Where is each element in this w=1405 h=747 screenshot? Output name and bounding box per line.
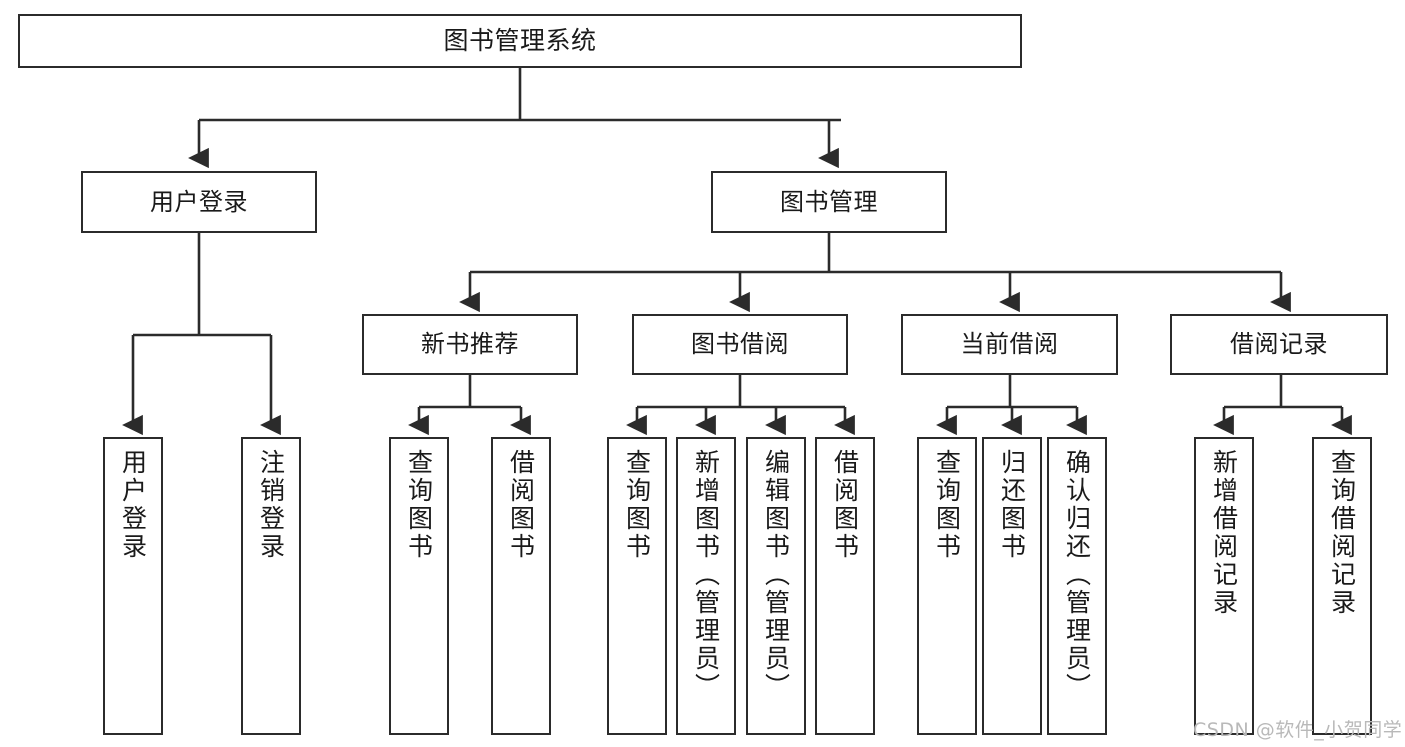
node-label: 归还图书 [997, 449, 1027, 561]
node-label: 新增图书（管理员） [691, 449, 721, 701]
node-leaf-query-book-1[interactable]: 查询图书 [389, 437, 449, 735]
node-root-book-management-system[interactable]: 图书管理系统 [18, 14, 1022, 68]
node-label: 图书管理系统 [443, 26, 597, 55]
node-label: 查询图书 [932, 449, 962, 561]
node-leaf-add-book[interactable]: 新增图书（管理员） [676, 437, 736, 735]
node-leaf-query-book-3[interactable]: 查询图书 [917, 437, 977, 735]
node-label: 新书推荐 [421, 330, 519, 359]
node-leaf-add-record[interactable]: 新增借阅记录 [1194, 437, 1254, 735]
node-label: 图书借阅 [691, 330, 789, 359]
node-label: 查询借阅记录 [1327, 449, 1357, 617]
node-leaf-query-record[interactable]: 查询借阅记录 [1312, 437, 1372, 735]
node-label: 图书管理 [780, 187, 878, 216]
node-label: 查询图书 [404, 449, 434, 561]
node-leaf-borrow-book-1[interactable]: 借阅图书 [491, 437, 551, 735]
node-label: 当前借阅 [960, 330, 1059, 359]
node-label: 确认归还（管理员） [1062, 449, 1092, 701]
node-label: 借阅图书 [506, 449, 536, 561]
node-label: 用户登录 [118, 449, 148, 561]
node-leaf-borrow-book-2[interactable]: 借阅图书 [815, 437, 875, 735]
node-current-borrow[interactable]: 当前借阅 [901, 314, 1118, 375]
node-book-management[interactable]: 图书管理 [711, 171, 947, 233]
node-leaf-edit-book[interactable]: 编辑图书（管理员） [746, 437, 806, 735]
node-new-book-recommend[interactable]: 新书推荐 [362, 314, 578, 375]
node-label: 新增借阅记录 [1209, 449, 1239, 617]
csdn-watermark: CSDN @软件_小贺同学 [1193, 719, 1403, 741]
node-label: 用户登录 [150, 187, 248, 216]
node-label: 查询图书 [622, 449, 652, 561]
node-label: 编辑图书（管理员） [761, 449, 791, 701]
node-label: 借阅记录 [1230, 330, 1328, 359]
node-label: 注销登录 [256, 449, 286, 561]
node-user-login[interactable]: 用户登录 [81, 171, 317, 233]
node-leaf-logout[interactable]: 注销登录 [241, 437, 301, 735]
node-leaf-user-login[interactable]: 用户登录 [103, 437, 163, 735]
node-leaf-return-book[interactable]: 归还图书 [982, 437, 1042, 735]
node-label: 借阅图书 [830, 449, 860, 561]
node-borrow-record[interactable]: 借阅记录 [1170, 314, 1388, 375]
node-leaf-query-book-2[interactable]: 查询图书 [607, 437, 667, 735]
node-book-borrow[interactable]: 图书借阅 [632, 314, 848, 375]
node-leaf-confirm-return[interactable]: 确认归还（管理员） [1047, 437, 1107, 735]
